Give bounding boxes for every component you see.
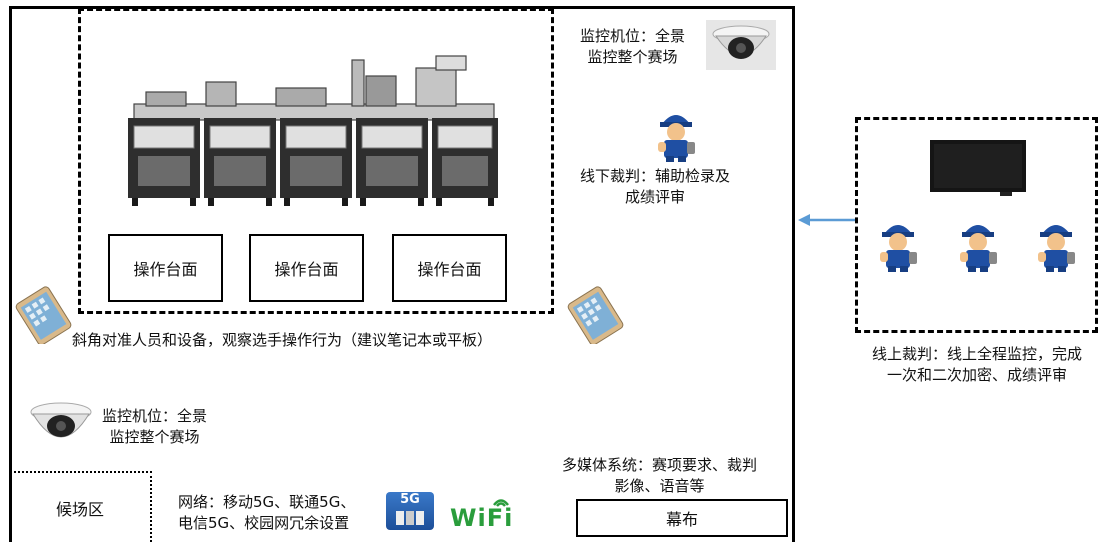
offline-judge-line1: 线下裁判：辅助检录及 xyxy=(580,167,731,185)
projection-screen-box: 幕布 xyxy=(576,499,788,537)
multimedia-label: 多媒体系统：赛项要求、裁判 影像、语音等 xyxy=(562,455,757,497)
camera-top-label: 监控机位：全景 监控整个赛场 xyxy=(580,26,685,68)
offline-judge-worker-icon xyxy=(658,115,695,162)
camera-bottom-label: 监控机位：全景 监控整个赛场 xyxy=(102,406,207,448)
monitor-screen-icon xyxy=(930,140,1026,196)
tablet-icon-right xyxy=(567,286,624,344)
offline-judge-label: 线下裁判：辅助检录及 成绩评审 xyxy=(580,166,730,208)
camera-bottom-line2: 监控整个赛场 xyxy=(109,428,200,446)
tablet-caption: 斜角对准人员和设备，观察选手操作行为（建议笔记本或平板） xyxy=(72,331,493,349)
dome-camera-icon-bottom xyxy=(30,402,92,438)
arrow-icon xyxy=(798,214,856,226)
dome-camera-icon-top xyxy=(706,20,776,70)
offline-judge-line2: 成绩评审 xyxy=(625,188,686,206)
multimedia-line2: 影像、语音等 xyxy=(614,477,705,495)
online-judge-panel xyxy=(855,117,1098,333)
operation-station-2: 操作台面 xyxy=(249,234,364,302)
camera-top-line2: 监控整个赛场 xyxy=(587,48,678,66)
operation-station-3: 操作台面 xyxy=(392,234,507,302)
online-judge-caption: 线上裁判：线上全程监控，完成 一次和二次加密、成绩评审 xyxy=(852,344,1102,386)
online-judge-line2: 一次和二次加密、成绩评审 xyxy=(886,366,1067,384)
5g-badge-icon: 5G xyxy=(386,492,434,530)
waiting-area: 候场区 xyxy=(10,471,152,542)
wifi-logo-icon: WiFi xyxy=(446,492,512,532)
equipment-area xyxy=(78,8,554,314)
network-line1: 网络：移动5G、联通5G、 xyxy=(178,493,356,511)
operation-station-1: 操作台面 xyxy=(108,234,223,302)
online-judge-worker-icon-1 xyxy=(880,225,917,272)
venue-frame xyxy=(9,6,795,542)
network-line2: 电信5G、校园网冗余设置 xyxy=(178,514,350,532)
wifi-text: WiFi xyxy=(450,504,514,532)
camera-bottom-line1: 监控机位：全景 xyxy=(102,407,208,425)
tablet-icon-left xyxy=(15,286,72,344)
5g-badge-text: 5G xyxy=(400,492,420,507)
online-judge-worker-icon-2 xyxy=(960,225,997,272)
network-label: 网络：移动5G、联通5G、 电信5G、校园网冗余设置 xyxy=(178,492,355,534)
multimedia-line1: 多媒体系统：赛项要求、裁判 xyxy=(562,456,758,474)
production-line-machine-icon xyxy=(128,55,498,206)
camera-top-line1: 监控机位：全景 xyxy=(580,27,686,45)
online-judge-worker-icon-3 xyxy=(1038,225,1075,272)
online-judge-line1: 线上裁判：线上全程监控，完成 xyxy=(871,345,1082,363)
